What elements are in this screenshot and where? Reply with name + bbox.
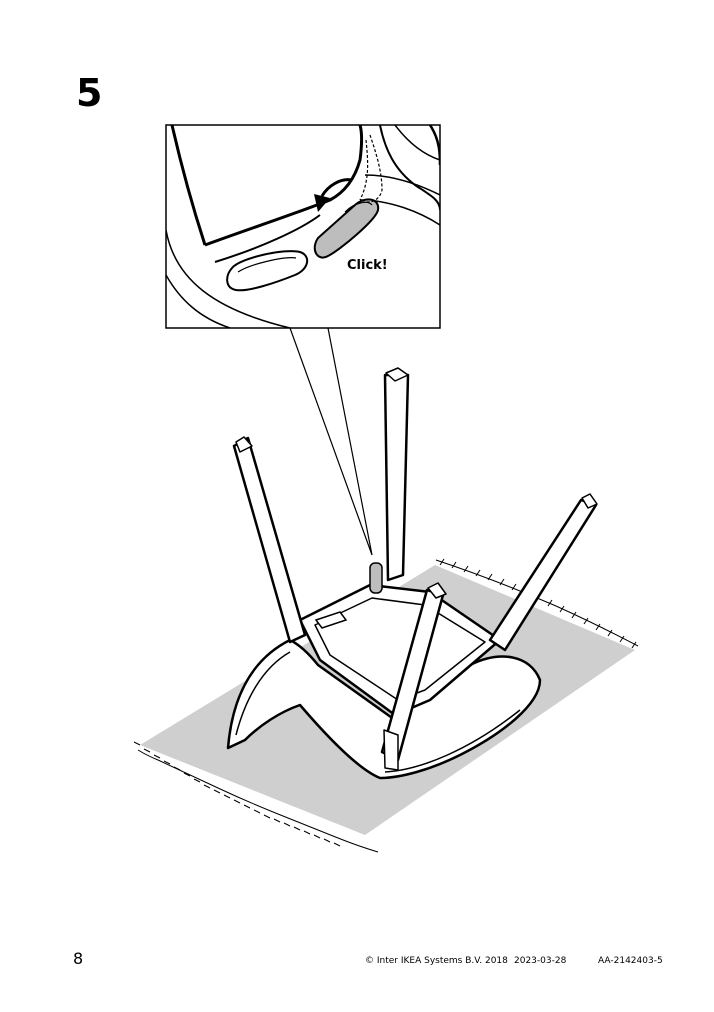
clip-part [369, 562, 383, 594]
click-label: Click! [347, 258, 388, 273]
document-date: 2023-03-28 [514, 956, 567, 966]
document-id: AA-2142403-5 [598, 956, 663, 966]
detail-callout [165, 124, 441, 329]
copyright-text: © Inter IKEA Systems B.V. 2018 [365, 956, 508, 966]
clip-slot [314, 611, 348, 629]
rotation-arrow-icon [320, 178, 353, 197]
chair-legs [232, 367, 598, 771]
step-number: 5 [76, 71, 103, 115]
callout-pointer [289, 327, 373, 556]
rug-fringe-left [133, 741, 379, 853]
rug-fringe-right [435, 558, 639, 649]
page-number: 8 [73, 949, 84, 968]
